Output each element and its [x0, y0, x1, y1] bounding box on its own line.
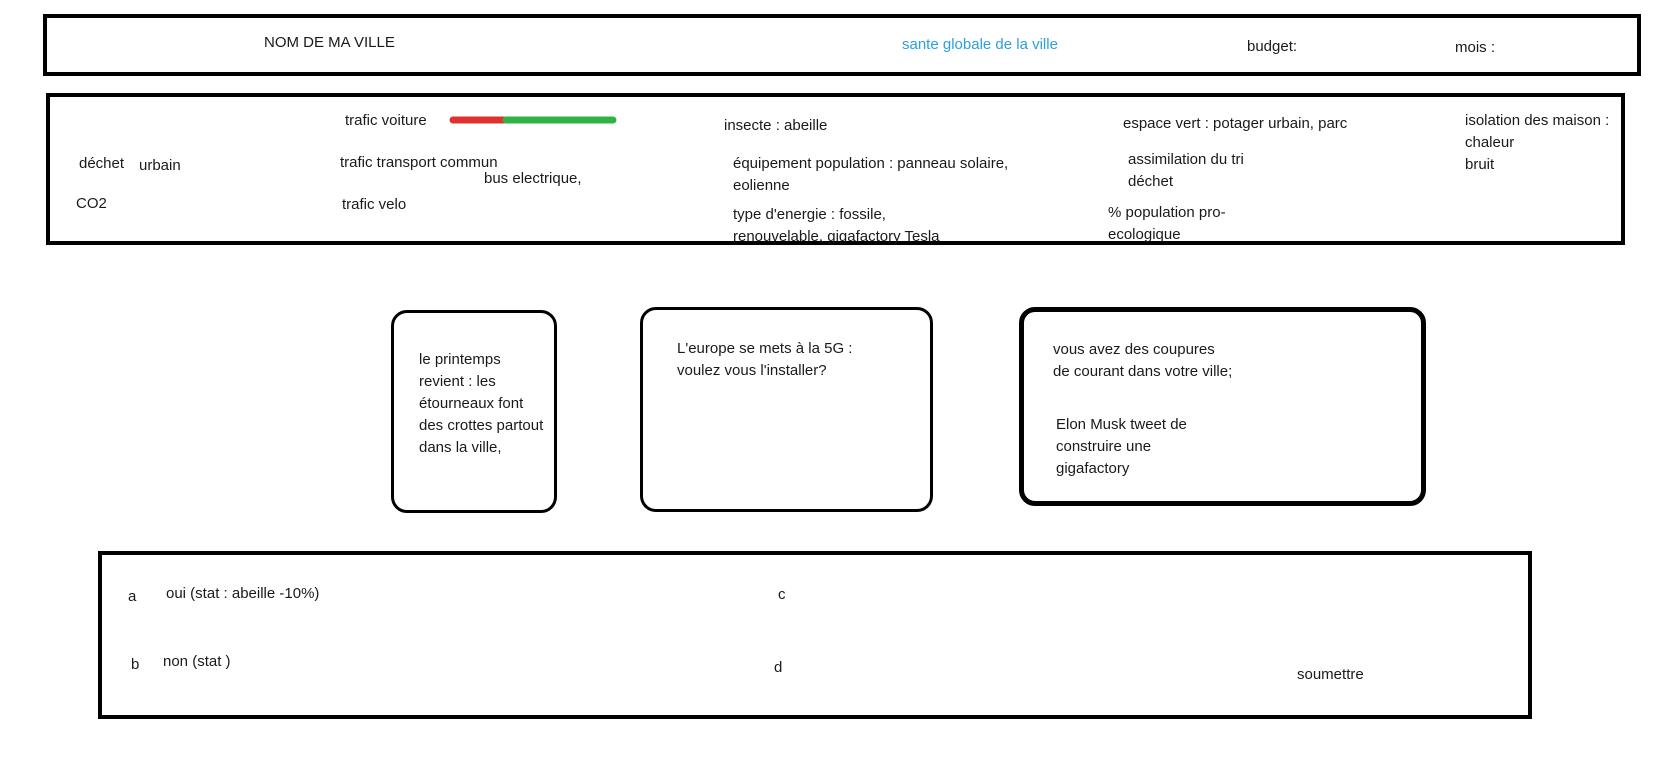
- eco-population-label: % population pro-ecologique: [1108, 204, 1226, 243]
- choice-c-option[interactable]: c: [778, 586, 786, 603]
- public-transport-label: trafic transport commun: [340, 154, 498, 171]
- event-card-starlings-text: le printemps revient : les étourneaux fo…: [419, 351, 544, 456]
- month-label: mois :: [1455, 39, 1496, 56]
- choice-a-option[interactable]: oui (stat : abeille -10%): [166, 585, 320, 602]
- co2-label: CO2: [76, 195, 107, 212]
- event-card-5g[interactable]: L'europe se mets à la 5G : voulez vous l…: [640, 307, 933, 512]
- waste-label: déchet: [79, 155, 125, 172]
- choice-d-option[interactable]: d: [774, 659, 783, 676]
- energy-type-label: type d'energie : fossile, renouvelable, …: [733, 206, 940, 245]
- waste-value: urbain: [139, 157, 181, 174]
- recycling-label: assimilation du tri déchet: [1128, 151, 1244, 190]
- event-card-power-cuts[interactable]: vous avez des coupures de courant dans v…: [1019, 307, 1426, 506]
- submit-button[interactable]: soumettre: [1297, 666, 1364, 683]
- choices-panel: [98, 551, 1532, 719]
- city-name: NOM DE MA VILLE: [264, 34, 395, 51]
- event-card-power-cuts-text: vous avez des coupures de courant dans v…: [1053, 341, 1233, 380]
- city-health-label: sante globale de la ville: [902, 36, 1058, 53]
- bike-traffic-label: trafic velo: [342, 196, 407, 213]
- car-traffic-label: trafic voiture: [345, 112, 427, 129]
- insulation-label: isolation des maison :: [1465, 112, 1610, 129]
- green-space-label: espace vert : potager urbain, parc: [1123, 115, 1348, 132]
- header-bar: [43, 14, 1641, 76]
- choice-b-letter: b: [131, 656, 140, 673]
- equipment-label: équipement population : panneau solaire,…: [733, 155, 1009, 194]
- insulation-noise: bruit: [1465, 156, 1495, 173]
- stats-panel: [46, 93, 1625, 245]
- car-traffic-bar: [449, 116, 617, 124]
- choice-a-letter: a: [128, 588, 137, 605]
- choice-b-option[interactable]: non (stat ): [163, 653, 231, 670]
- event-card-starlings[interactable]: le printemps revient : les étourneaux fo…: [391, 310, 557, 513]
- event-card-gigafactory-text: Elon Musk tweet de construire une gigafa…: [1056, 416, 1187, 477]
- event-card-5g-text: L'europe se mets à la 5G : voulez vous l…: [677, 340, 853, 379]
- public-transport-value: bus electrique,: [484, 170, 582, 187]
- insulation-heat: chaleur: [1465, 134, 1515, 151]
- budget-label: budget:: [1247, 38, 1298, 55]
- insect-label: insecte : abeille: [724, 117, 828, 134]
